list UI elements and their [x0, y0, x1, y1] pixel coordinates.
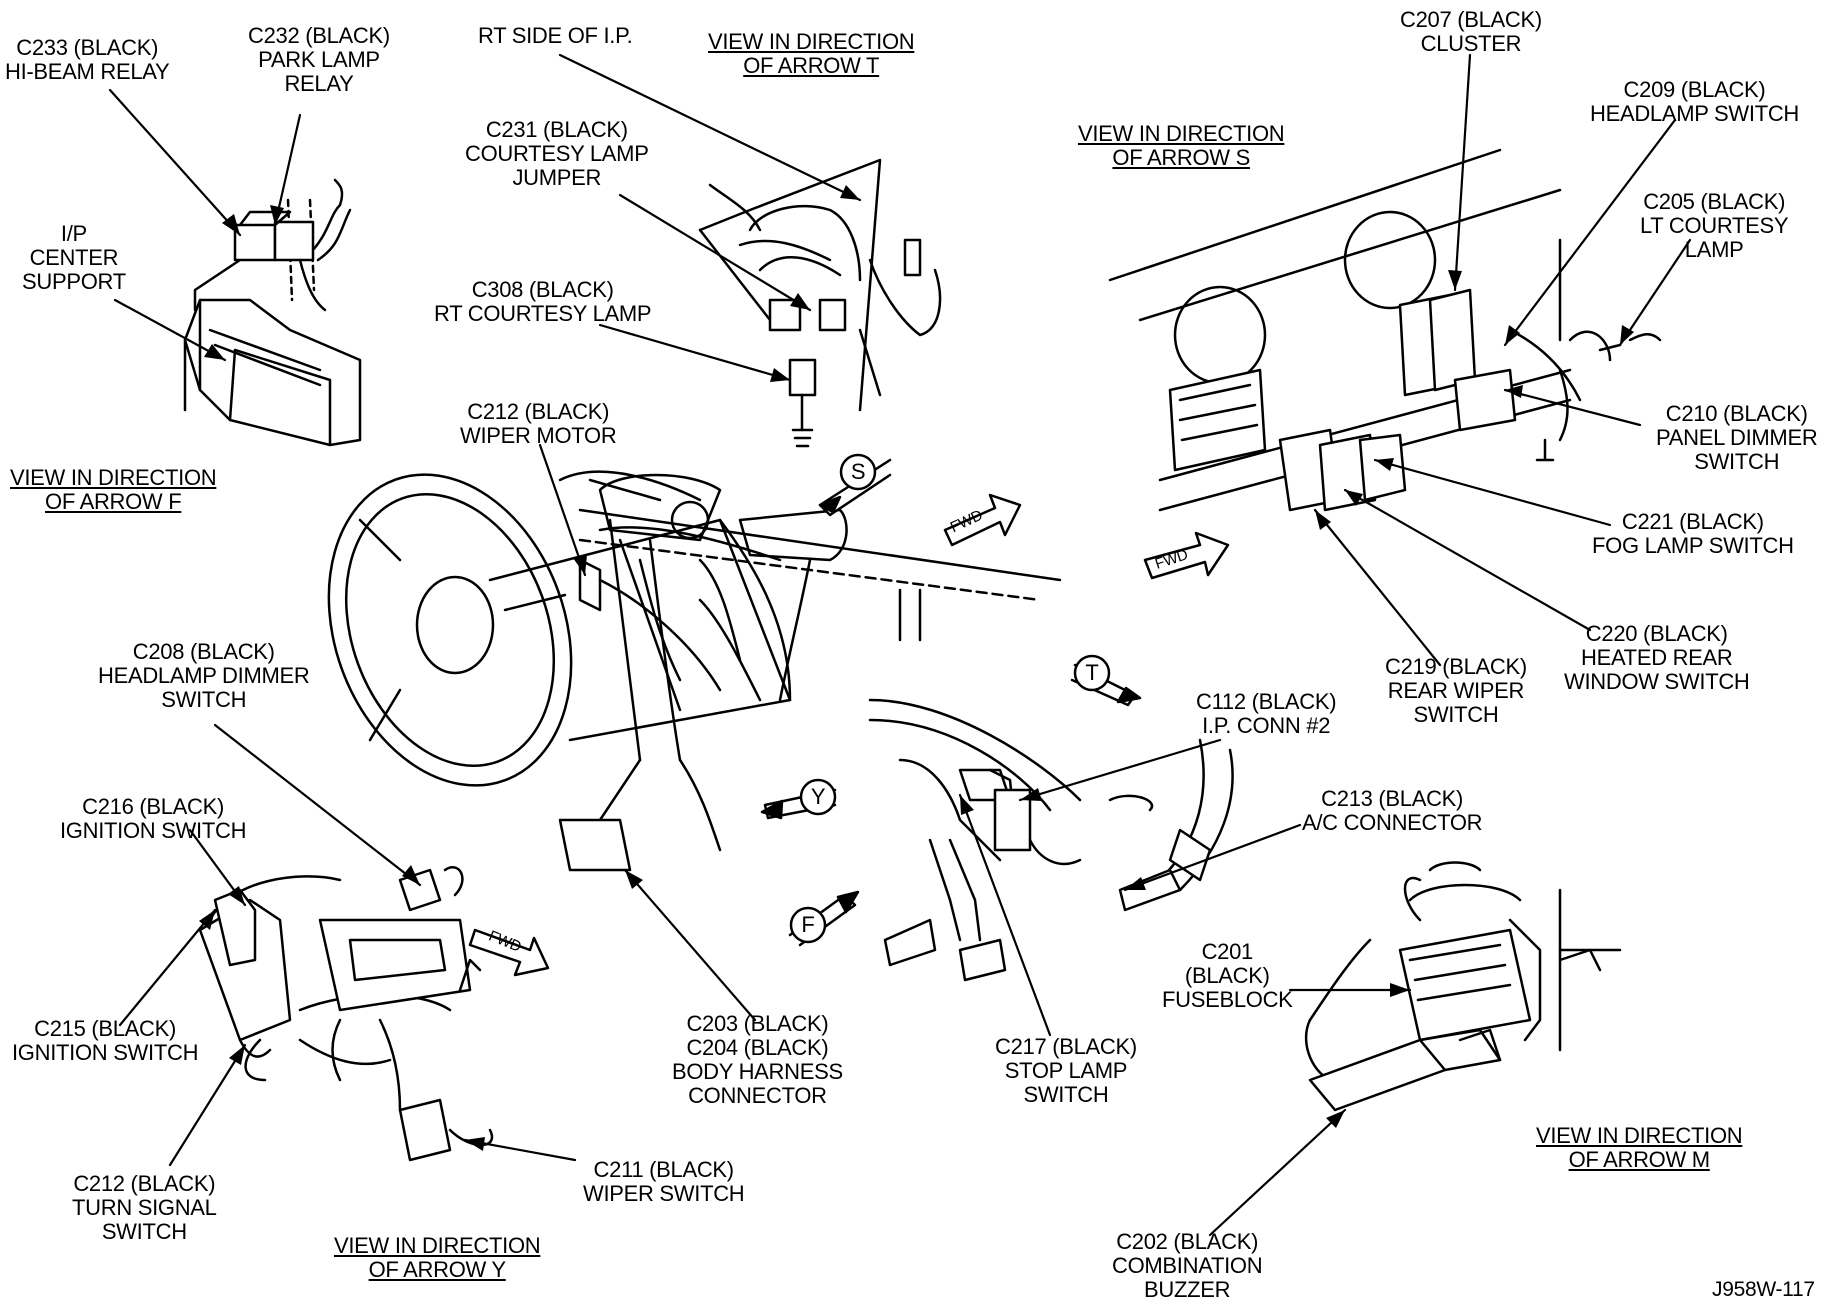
fwd-arrow-right: [1143, 531, 1230, 580]
label-c209-headlamp-switch: C209 (BLACK)HEADLAMP SWITCH: [1590, 77, 1800, 126]
label-c215-ignition-switch: C215 (BLACK)IGNITION SWITCH: [12, 1016, 199, 1065]
steering-column-drawing: [327, 470, 812, 872]
arrow-y-graphic: [760, 778, 837, 820]
leader-lines: [108, 53, 1692, 1237]
label-c211-wiper-switch: C211 (BLACK)WIPER SWITCH: [583, 1157, 745, 1206]
arrow-s-letter: S: [850, 459, 866, 484]
arrow-y-letter: Y: [810, 784, 826, 809]
label-c216-ignition-switch: C216 (BLACK)IGNITION SWITCH: [60, 794, 247, 843]
arrow-s-graphic: [818, 453, 892, 517]
figure-code: J958W-117: [1712, 1278, 1815, 1301]
column-switches-drawing: [198, 866, 494, 1162]
label-c233-hi-beam-relay: C233 (BLACK)HI-BEAM RELAY: [5, 35, 170, 84]
fwd-arrow-left: [468, 928, 550, 977]
label-c201-fuseblock: C201(BLACK)FUSEBLOCK: [1162, 939, 1293, 1012]
arrow-f-graphic: [788, 890, 860, 947]
cluster-view-drawing: [1108, 148, 1662, 512]
arrow-f-letter: F: [801, 912, 815, 937]
label-c308-rt-courtesy-lamp: C308 (BLACK)RT COURTESY LAMP: [434, 277, 652, 326]
dash-drawing: [578, 473, 1234, 912]
label-rt-side-ip: RT SIDE OF I.P.: [478, 23, 633, 48]
label-c112-ip-conn-2: C112 (BLACK)I.P. CONN #2: [1196, 689, 1337, 738]
arrow-t-letter: T: [1085, 660, 1099, 685]
label-c213-ac-connector: C213 (BLACK)A/C CONNECTOR: [1302, 786, 1483, 835]
label-c212-wiper-motor: C212 (BLACK)WIPER MOTOR: [460, 399, 617, 448]
rt-side-ip-drawing: [698, 158, 942, 448]
arrow-t-graphic: [1070, 654, 1142, 707]
leader-arrowheads: [199, 185, 1634, 1151]
ip-center-support-drawing: [183, 178, 362, 447]
label-c221-fog-lamp-switch: C221 (BLACK)FOG LAMP SWITCH: [1592, 509, 1794, 558]
fuseblock-view-drawing: [1304, 861, 1622, 1112]
pedals-drawing: [883, 758, 1082, 982]
fwd-arrow-main: [943, 493, 1022, 547]
label-c207-cluster: C207 (BLACK)CLUSTER: [1400, 7, 1542, 56]
